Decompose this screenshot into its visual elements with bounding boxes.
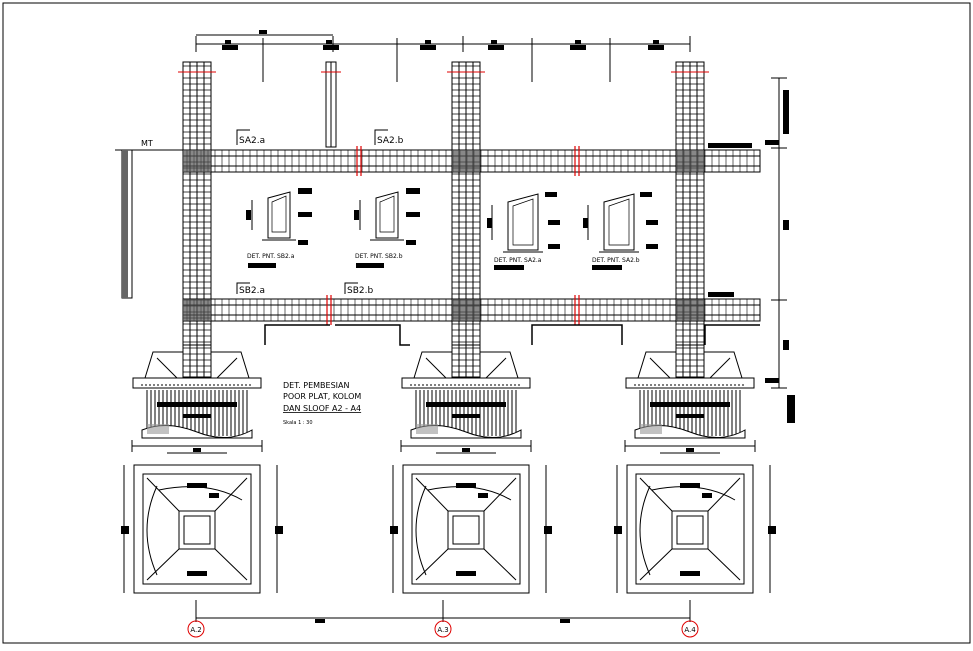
beam-section-sb2b <box>359 191 404 241</box>
ground-steps <box>264 324 760 346</box>
beam-section-sb2a <box>251 191 296 241</box>
column-mid <box>325 61 337 148</box>
top-dimension-line <box>195 34 691 82</box>
title-line-1: DET. PEMBESIAN <box>283 381 349 390</box>
section-markers <box>236 129 388 294</box>
title-line-2: POOR PLAT, KOLOM <box>283 392 361 401</box>
right-dimension-chain <box>771 77 787 389</box>
beam-section-sa2a <box>491 193 543 253</box>
beam-section-callouts <box>246 188 658 270</box>
slab-outline <box>210 172 677 299</box>
column-stirrups <box>183 65 704 373</box>
beam-cut-markers <box>326 146 580 325</box>
beam-stirrups <box>186 150 755 321</box>
grid-bubble-a3: A.3 <box>434 620 452 638</box>
section-label-sb2a: SB2.a <box>239 286 265 296</box>
right-dimension-labels <box>708 90 795 423</box>
bottom-grid-labels <box>315 619 570 623</box>
detail-label-sa2a: DET. PNT. SA2.a <box>494 257 542 264</box>
top-dimension-labels <box>222 30 664 50</box>
detail-label-sa2b: DET. PNT. SA2.b <box>592 257 640 264</box>
detail-label-sb2b: DET. PNT. SB2.b <box>355 253 403 260</box>
grid-bubble-a2: A.2 <box>187 620 205 638</box>
joint-hatching <box>183 150 704 321</box>
mt-label: MT <box>141 139 153 148</box>
footing-plans <box>121 464 776 594</box>
column-a4 <box>675 61 705 378</box>
footings <box>131 344 756 454</box>
detail-label-sb2a: DET. PNT. SB2.a <box>247 253 295 260</box>
grid-label-a3: A.3 <box>437 626 448 634</box>
beam-section-sa2b <box>587 193 639 253</box>
grid-bubble-a4: A.4 <box>681 620 699 638</box>
title-scale: Skala 1 : 30 <box>283 420 313 426</box>
title-line-3: DAN SLOOF A2 - A4 <box>283 404 361 413</box>
grid-label-a2: A.2 <box>190 626 201 634</box>
left-wall <box>115 149 183 299</box>
bottom-grid-line <box>195 600 691 622</box>
grid-label-a4: A.4 <box>684 626 696 634</box>
section-label-sb2b: SB2.b <box>347 286 373 296</box>
section-label-sa2b: SA2.b <box>377 136 404 146</box>
section-label-sa2a: SA2.a <box>239 136 265 146</box>
